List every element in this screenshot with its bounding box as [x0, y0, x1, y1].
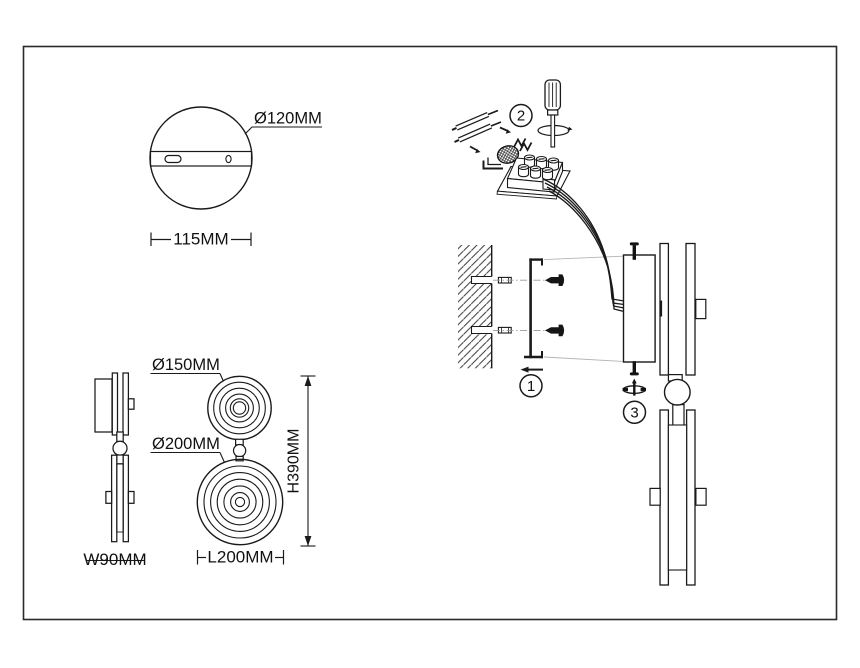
bent-wire-mark: [482, 160, 503, 170]
large-shade-plate: [659, 409, 670, 586]
stripped-wires: [451, 109, 502, 143]
alignment-line: [543, 356, 624, 362]
bent-wire-mark: [487, 157, 501, 166]
side-tab: [127, 398, 135, 410]
small-shade-rings: [207, 375, 272, 441]
step-1-label: 1: [527, 378, 535, 395]
shade-tab: [649, 487, 661, 506]
small-shade-plate: [685, 242, 696, 376]
leader-line: [244, 126, 253, 135]
lamp-body: [622, 254, 656, 363]
canopy-circle: [149, 106, 253, 210]
large-shade-rings: [196, 458, 284, 546]
twist-arrows: [469, 126, 511, 154]
side-tab: [127, 490, 135, 504]
wiring-step-group: 2: [451, 79, 625, 313]
mounting-bracket: [524, 258, 543, 359]
alignment-line: [543, 255, 624, 261]
wire-splice: [496, 145, 520, 164]
drill-hole: [470, 325, 492, 335]
shade-tab: [695, 298, 707, 320]
shade-tab: [695, 487, 707, 506]
small-shade-plate: [659, 242, 670, 376]
dim-height: H390MM: [286, 375, 316, 547]
body-screw-bottom: [629, 372, 639, 376]
canopy-slot: [164, 154, 182, 164]
step-2-badge: [509, 103, 533, 128]
dim-length: L200MM: [196, 548, 285, 567]
canopy-hole: [225, 154, 232, 164]
side-tab: [105, 490, 113, 504]
left-arrow-icon: [520, 366, 529, 373]
body-screw-bottom: [632, 361, 636, 373]
shade-assembly: [649, 242, 707, 586]
lamp-body-group: 3: [622, 242, 656, 425]
wall-section: [458, 245, 493, 369]
drill-hole: [470, 275, 492, 285]
canopy-top-view: Ø120MM 115MM: [149, 106, 322, 249]
assembly-view: 1 2: [451, 79, 707, 586]
body-screw-top: [629, 242, 639, 246]
side-view: W90MM: [83, 372, 147, 569]
mounting-screw: [545, 274, 565, 286]
dim-115: 115MM: [150, 230, 252, 249]
ball-joint: [663, 378, 691, 406]
dim-depth: W90MM: [83, 550, 146, 569]
screw-terminals: [517, 154, 560, 181]
dim-height-label: H390MM: [286, 429, 303, 494]
screwdriver-icon: [537, 79, 573, 148]
dim-canopy-width: 115MM: [173, 230, 228, 249]
front-view: Ø150MM Ø200MM H390MM L200MM: [150, 356, 316, 567]
wire-bundle: [542, 178, 625, 313]
step-3-badge: [622, 400, 647, 425]
side-ball-joint: [112, 440, 128, 456]
dim-small-shade: Ø150MM: [152, 356, 220, 374]
dim-large-shade: Ø200MM: [152, 435, 220, 453]
wing-nut: [622, 378, 646, 396]
body-screw-top: [632, 245, 636, 260]
twist-mark: [513, 137, 527, 148]
shade-core: [667, 424, 688, 571]
terminal-block: [496, 154, 571, 200]
dim-length-label: L200MM: [207, 548, 273, 567]
dim-canopy-diameter: Ø120MM: [254, 110, 322, 128]
front-ball-joint: [232, 443, 247, 458]
wall-anchor: [497, 276, 512, 334]
large-shade-plate: [685, 409, 696, 586]
step-3-label: 3: [630, 405, 638, 422]
step-2-label: 2: [517, 108, 525, 125]
side-housing: [94, 378, 113, 433]
page-border: [22, 45, 838, 621]
step-1-badge: [519, 374, 543, 398]
step-1-indicator: 1: [519, 366, 543, 398]
twist-mark: [519, 141, 533, 152]
mounting-screw: [545, 324, 565, 337]
canopy-bar: [149, 150, 253, 167]
